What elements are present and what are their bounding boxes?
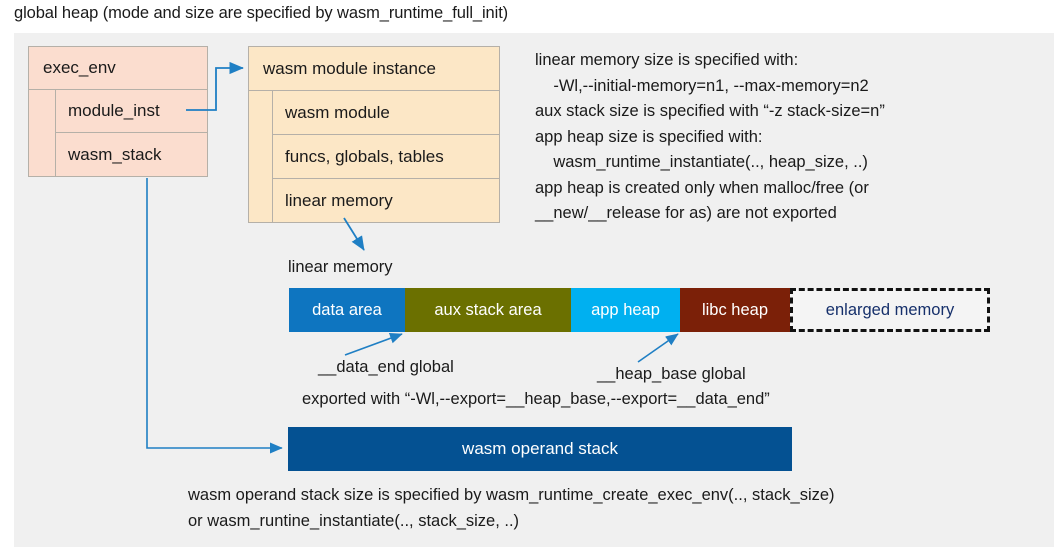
linear-memory-label: linear memory [288, 258, 393, 276]
exec-env-header: exec_env [29, 47, 207, 90]
memory-segment-libc-heap: libc heap [680, 288, 790, 332]
exec-env-rows: module_inst wasm_stack [56, 90, 207, 177]
memory-segment-label: aux stack area [434, 300, 542, 319]
annotation-exported-with: exported with “-Wl,--export=__heap_base,… [302, 390, 770, 408]
memory-config-notes: linear memory size is specified with: -W… [535, 48, 1045, 227]
page-title: global heap (mode and size are specified… [14, 4, 509, 22]
exec-env-field-module-inst: module_inst [56, 90, 207, 133]
module-instance-rows: wasm module funcs, globals, tables linea… [273, 91, 499, 223]
wasm-operand-stack-box: wasm operand stack [288, 427, 792, 471]
memory-segment-label: enlarged memory [825, 300, 955, 319]
module-instance-field-wasm-module: wasm module [273, 91, 499, 135]
memory-segment-aux-stack-area: aux stack area [405, 288, 571, 332]
memory-config-note-line-3: app heap size is specified with: [535, 127, 763, 146]
memory-config-note-line-6: __new/__release for as) are not exported [535, 204, 837, 222]
annotation-heap-base: __heap_base global [597, 365, 746, 383]
memory-segment-data-area: data area [289, 288, 405, 332]
memory-config-note-line-1: -Wl,--initial-memory=n1, --max-memory=n2 [535, 76, 869, 95]
exec-env-body: module_inst wasm_stack [29, 90, 207, 177]
memory-segment-app-heap: app heap [571, 288, 680, 332]
operand-stack-note-line-1: or wasm_runtine_instantiate(.., stack_si… [188, 512, 520, 530]
memory-config-note-line-5: app heap is created only when malloc/fre… [535, 178, 869, 197]
memory-segment-label: app heap [591, 300, 660, 319]
annotation-data-end: __data_end global [318, 358, 454, 376]
memory-config-note-line-4: wasm_runtime_instantiate(.., heap_size, … [535, 153, 868, 171]
exec-env-field-wasm-stack: wasm_stack [68, 144, 162, 164]
wasm-module-instance-box: wasm module instance wasm module funcs, … [248, 46, 500, 223]
operand-stack-note-line-0: wasm operand stack size is specified by … [188, 486, 835, 504]
module-instance-header: wasm module instance [249, 47, 499, 91]
wasm-operand-stack-label: wasm operand stack [462, 439, 618, 458]
memory-config-note-line-2: aux stack size is specified with “-z sta… [535, 102, 885, 120]
operand-stack-notes: wasm operand stack size is specified by … [188, 482, 835, 534]
module-instance-gutter [249, 91, 273, 223]
memory-segment-label: data area [312, 300, 382, 319]
module-instance-body: wasm module funcs, globals, tables linea… [249, 91, 499, 223]
module-instance-field-funcs-globals-tables: funcs, globals, tables [273, 135, 499, 179]
exec-env-gutter [29, 90, 56, 177]
module-instance-field-linear-memory: linear memory [285, 191, 393, 210]
memory-segment-enlarged-memory: enlarged memory [790, 288, 990, 332]
linear-memory-bar: data area aux stack area app heap libc heap… [289, 288, 990, 332]
exec-env-box: exec_env module_inst wasm_stack [28, 46, 208, 177]
memory-config-note-line-0: linear memory size is specified with: [535, 51, 799, 69]
memory-segment-label: libc heap [701, 300, 769, 319]
